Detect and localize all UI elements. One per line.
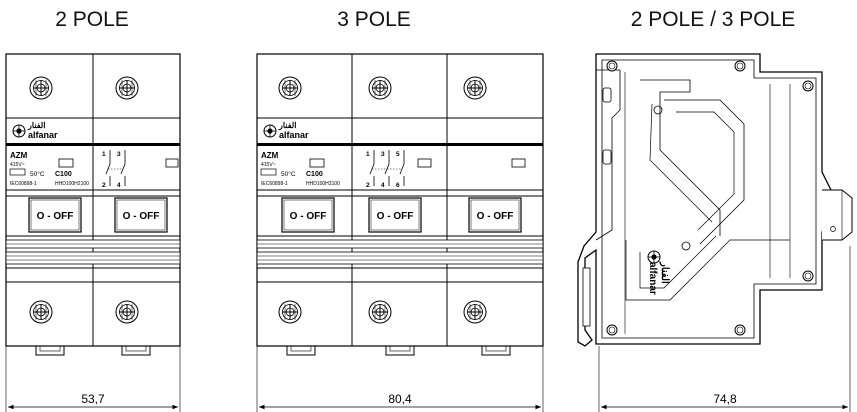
label-indicator-window	[58, 158, 74, 168]
terminal-screw-icon	[115, 300, 139, 324]
terminal-screw-icon	[368, 300, 392, 324]
side-body-outline	[577, 53, 833, 347]
title-side-view: 2 POLE / 3 POLE	[630, 8, 796, 31]
label-voltage: 415V~	[10, 162, 25, 168]
circuit-symbol-3p: 1 3 5 2 4 6	[366, 150, 405, 189]
label-temperature: 50°C	[281, 170, 296, 178]
alfanar-logo-icon	[263, 124, 277, 138]
dimension-side-value: 74,8	[713, 392, 737, 406]
svg-text:4: 4	[381, 182, 385, 189]
rivet-icon	[606, 60, 618, 72]
svg-text:6: 6	[396, 182, 400, 189]
handle-label: O - OFF	[37, 211, 74, 222]
brand-arabic: الفنار	[27, 121, 45, 131]
brand-arabic: الفنار	[659, 261, 670, 284]
brand-arabic: الفنار	[278, 121, 296, 131]
label-barcode-box	[260, 168, 277, 176]
label-rating: C100	[55, 171, 72, 178]
rivet-icon	[734, 324, 746, 336]
label-rating: C100	[306, 171, 323, 178]
breaker-3-pole: الفنار alfanar AZM 415V~ 50°C C100 IEC60…	[256, 53, 544, 356]
handle-pole-1	[28, 197, 82, 233]
label-standard: IEC60898-1	[261, 181, 288, 187]
terminal-screw-icon	[278, 76, 302, 100]
dimension-3p-value: 80,4	[388, 392, 412, 406]
handle-pole-3	[468, 197, 522, 233]
label-voltage: 415V~	[261, 162, 276, 168]
terminal-screw-icon	[278, 300, 302, 324]
svg-text:3: 3	[381, 151, 385, 158]
terminal-screw-icon	[29, 300, 53, 324]
indicator-window	[417, 158, 432, 168]
handle-label: O - OFF	[123, 211, 160, 222]
alfanar-logo-icon	[12, 124, 26, 138]
title-3-pole: 3 POLE	[337, 8, 411, 31]
label-standard: IEC60898-1	[10, 181, 37, 187]
svg-text:2: 2	[366, 182, 370, 189]
side-brand: الفنار alfanar	[647, 261, 670, 295]
indicator-window	[511, 158, 526, 168]
handle-label: O - OFF	[477, 211, 514, 222]
label-barcode-box	[9, 168, 26, 176]
label-code-3p: HHD100H3100	[306, 181, 340, 187]
terminal-screw-icon	[115, 76, 139, 100]
breaker-side-view: الفنار alfanar	[577, 53, 853, 347]
terminal-screw-icon	[368, 76, 392, 100]
svg-text:3: 3	[117, 151, 121, 158]
dimension-2p-value: 53,7	[81, 392, 105, 406]
rivet-icon	[606, 324, 618, 336]
label-indicator-window	[309, 158, 325, 168]
title-2-pole: 2 POLE	[55, 8, 129, 31]
rivet-icon	[653, 105, 663, 115]
label-model: AZM	[10, 151, 28, 160]
label-temperature: 50°C	[30, 170, 45, 178]
handle-pole-1	[281, 197, 335, 233]
handle-label: O - OFF	[290, 211, 327, 222]
alfanar-logo-icon	[647, 250, 661, 264]
svg-text:1: 1	[366, 151, 370, 158]
label-code-2p: HHD100H2100	[55, 181, 89, 187]
dimension-2p-width: 53,7	[5, 346, 181, 412]
brand-latin: alfanar	[279, 130, 309, 140]
dimension-3p-width: 80,4	[256, 346, 544, 412]
svg-text:5: 5	[396, 151, 400, 158]
brand-latin: alfanar	[647, 262, 658, 295]
rivet-icon	[681, 241, 691, 251]
dimension-side-depth: 74,8	[598, 246, 851, 412]
rivet-icon	[802, 270, 814, 282]
breaker-2-pole: الفنار alfanar AZM 415V~ 50°C C100 IEC60…	[5, 53, 181, 356]
terminal-screw-icon	[463, 76, 487, 100]
rivet-icon	[734, 60, 746, 72]
label-model: AZM	[261, 151, 279, 160]
terminal-screw-icon	[29, 76, 53, 100]
circuit-symbol-2p: 1 3 2 4	[102, 150, 126, 189]
handle-pole-2	[114, 197, 168, 233]
handle-pole-2	[368, 197, 422, 233]
svg-text:4: 4	[117, 182, 121, 189]
terminal-screw-icon	[463, 300, 487, 324]
handle-label: O - OFF	[377, 211, 414, 222]
svg-text:2: 2	[102, 182, 106, 189]
svg-text:1: 1	[102, 151, 106, 158]
brand-latin: alfanar	[28, 130, 58, 140]
rivet-icon	[802, 80, 814, 92]
indicator-window	[165, 158, 179, 168]
